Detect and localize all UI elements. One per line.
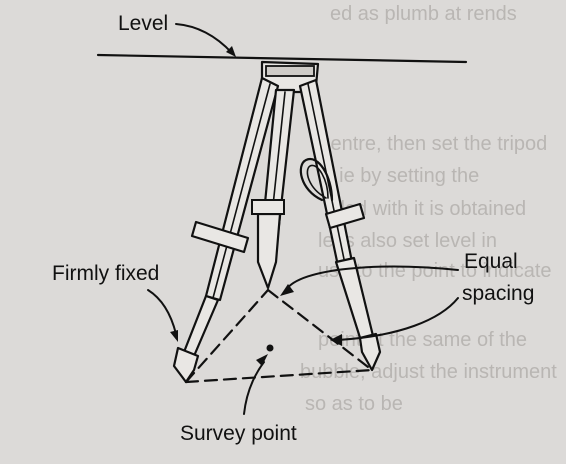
survey-point-pointer <box>243 361 265 415</box>
tripod-leg-centre-clamp <box>251 199 285 215</box>
firmly-fixed-pointer <box>147 289 177 335</box>
level-pointer-arrow <box>175 23 233 54</box>
bleed-line: Centre, then set the tripod <box>316 133 547 155</box>
tripod-strap-loop <box>299 157 334 202</box>
bleed-line: so as to be <box>305 393 403 415</box>
bleed-line: use to the point to indicate <box>318 260 552 282</box>
triangle-side-left <box>184 288 270 384</box>
tripod-head-plate <box>265 65 315 77</box>
bleed-line: filled with it is obtained <box>326 198 526 220</box>
tripod-foot-right <box>358 332 382 372</box>
level-line <box>96 53 468 64</box>
bleed-line: bubble, adjust the instrument <box>300 361 557 383</box>
equal-spacing-label-line2: spacing <box>462 282 534 305</box>
equal-spacing-arc-left <box>285 265 459 291</box>
equal-spacing-arc-right <box>337 297 459 341</box>
leg-left-groove <box>212 83 271 299</box>
triangle-side-right <box>266 288 374 372</box>
survey-point-arrowhead <box>256 354 268 366</box>
tripod <box>172 60 382 384</box>
survey-point-dot <box>266 344 274 352</box>
tripod-leg-right-clamp <box>324 202 366 230</box>
tripod-strap-loop-inner <box>306 164 329 199</box>
bleed-line: ie ie by setting the <box>318 165 479 187</box>
survey-point-label: Survey point <box>180 422 297 445</box>
tripod-leg-left-extension <box>182 294 220 358</box>
firmly-fixed-label: Firmly fixed <box>52 262 159 285</box>
bleed-line: legs also set level in <box>318 230 497 252</box>
tripod-leg-left-clamp <box>190 220 250 254</box>
triangle-side-bottom <box>184 368 374 384</box>
level-label: Level <box>118 12 168 35</box>
bleed-line: ed as plumb at rends <box>330 3 517 25</box>
level-pointer-arrowhead <box>226 46 236 57</box>
equal-spacing-arrowhead-right <box>330 334 342 346</box>
firmly-fixed-arrowhead <box>170 330 178 342</box>
equal-spacing-arrowhead-left <box>280 284 294 296</box>
tripod-leg-centre-extension <box>256 212 282 290</box>
equal-spacing-triangle <box>184 288 374 384</box>
equal-spacing-label-line1: Equal <box>464 250 518 273</box>
